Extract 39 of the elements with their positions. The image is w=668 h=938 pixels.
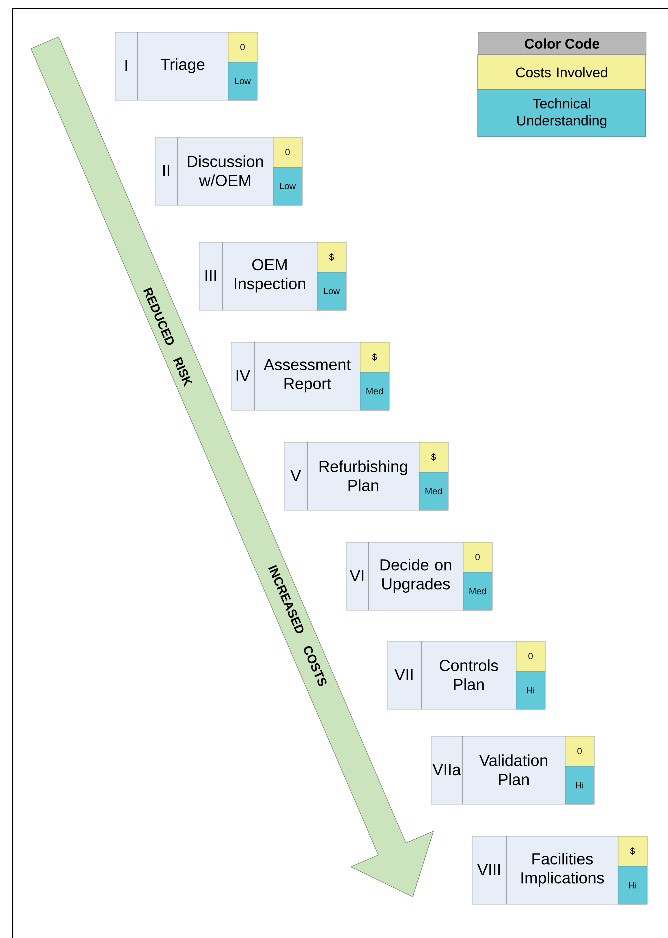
step-number: I (126, 60, 128, 72)
step-title: Triage (160, 58, 205, 74)
step-title: Controls Plan (440, 660, 498, 690)
step-number: IV (236, 370, 250, 382)
step-number: II (164, 166, 170, 177)
step-number: VII (394, 670, 413, 680)
cost-rating: 0 (463, 542, 493, 573)
tech-rating: Hi (618, 866, 648, 905)
step-title: Decide on Upgrades (380, 559, 452, 593)
tech-rating: Low (273, 167, 303, 206)
cost-rating: $ (317, 242, 347, 273)
cost-rating: 0 (273, 137, 303, 168)
cost-rating: $ (360, 342, 390, 373)
step-number: III (206, 270, 216, 282)
tech-rating: Hi (565, 766, 595, 805)
step-number: VIII (478, 864, 500, 876)
step-title: Validation Plan (480, 754, 548, 786)
cost-rating: $ (419, 442, 449, 473)
step-number: V (290, 470, 302, 482)
step-title: OEM Inspection (235, 259, 306, 293)
legend-entry: Costs Involved (478, 54, 646, 90)
tech-rating: Med (360, 372, 390, 411)
tech-rating: Hi (516, 671, 546, 710)
cost-rating: 0 (228, 32, 258, 63)
legend-entry: Technical Understanding (478, 90, 646, 138)
step-title: Assessment Report (264, 359, 351, 393)
step-title: Facilities Implications (522, 853, 604, 887)
cost-rating: 0 (516, 641, 546, 672)
tech-rating: Med (463, 572, 493, 611)
cost-rating: 0 (565, 736, 595, 767)
tech-rating: Low (228, 62, 258, 101)
step-title: Discussion w/OEM (188, 156, 264, 186)
step-title: Refurbishing Plan (320, 460, 408, 492)
step-number: VIIa (432, 764, 462, 776)
tech-rating: Low (317, 272, 347, 311)
cost-rating: $ (618, 836, 648, 867)
step-number: VI (350, 570, 364, 582)
tech-rating: Med (419, 472, 449, 511)
legend-title: Color Code (478, 32, 647, 56)
